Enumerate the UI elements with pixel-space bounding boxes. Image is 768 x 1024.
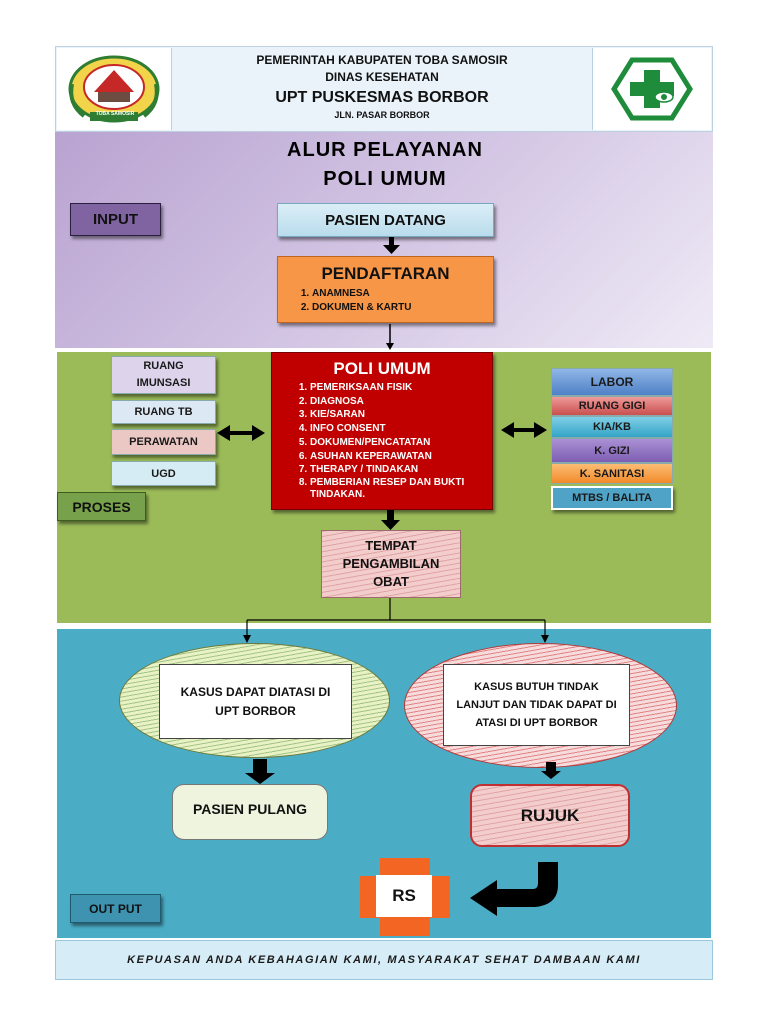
arrow-to-pasien-pulang: [245, 759, 275, 784]
pasien-pulang-box: PASIEN PULANG: [172, 784, 328, 840]
poli-umum-item: THERAPY / TINDAKAN: [310, 463, 484, 477]
unit-kia-kb: KIA/KB: [551, 416, 673, 438]
unit-ruang-tb: RUANG TB: [111, 400, 216, 424]
unit-ugd: UGD: [111, 461, 216, 486]
rs-cross: RS: [360, 858, 450, 936]
poli-umum-title: POLI UMUM: [333, 359, 431, 378]
arrow-to-poli-umum: [386, 324, 394, 350]
chart-title-line-2: POLI UMUM: [323, 168, 447, 190]
pasien-datang-box: PASIEN DATANG: [277, 203, 494, 237]
unit-ruang-imunisasi: RUANG IMUNSASI: [111, 356, 216, 394]
unit-perawatan: PERAWATAN: [111, 429, 216, 455]
kasus-rujuk-box: KASUS BUTUH TINDAK LANJUT DAN TIDAK DAPA…: [443, 664, 630, 746]
pendaftaran-list: ANAMNESA DOKUMEN & KARTU: [278, 287, 493, 314]
footer: KEPUASAN ANDA KEBAHAGIAN KAMI, MASYARAKA…: [55, 940, 713, 980]
regency-emblem-icon: [68, 55, 160, 123]
rujuk-box: RUJUK: [470, 784, 630, 847]
unit-k-gizi: K. GIZI: [551, 438, 673, 463]
stage-label-output: OUT PUT: [70, 894, 161, 923]
curved-arrow-to-rs: [470, 862, 558, 916]
poli-umum-item: INFO CONSENT: [310, 422, 484, 436]
unit-k-sanitasi: K. SANITASI: [551, 463, 673, 484]
pendaftaran-item: DOKUMEN & KARTU: [312, 301, 493, 315]
double-arrow-left-units: [217, 425, 265, 441]
footer-slogan: KEPUASAN ANDA KEBAHAGIAN KAMI, MASYARAKA…: [127, 954, 641, 966]
unit-ruang-gigi: RUANG GIGI: [551, 396, 673, 416]
poli-umum-item: KIE/SARAN: [310, 408, 484, 422]
stage-label-proses: PROSES: [57, 492, 146, 521]
chart-title-line-1: ALUR PELAYANAN: [287, 139, 483, 161]
pendaftaran-title: PENDAFTARAN: [321, 264, 450, 283]
header-title: UPT PUSKESMAS BORBOR: [275, 89, 489, 106]
header-line-1: PEMERINTAH KABUPATEN TOBA SAMOSIR: [256, 53, 508, 67]
tempat-pengambilan-obat-box: TEMPAT PENGAMBILAN OBAT: [321, 530, 461, 598]
arrow-to-pendaftaran: [383, 237, 400, 254]
health-cross-icon: [611, 57, 693, 121]
stage-label-input: INPUT: [70, 203, 161, 236]
rs-label: RS: [376, 875, 432, 917]
logo-caption: TOBA SAMOSIR: [95, 111, 135, 117]
branch-arrow-left: [243, 635, 251, 643]
arrow-to-tempat-obat: [381, 510, 400, 530]
header-line-2: DINAS KESEHATAN: [325, 70, 439, 84]
poli-umum-item: DOKUMEN/PENCATATAN: [310, 436, 484, 450]
puskesmas-logo: [592, 48, 711, 130]
poli-umum-list: PEMERIKSAAN FISIK DIAGNOSA KIE/SARAN INF…: [272, 381, 492, 501]
header-address: JLN. PASAR BORBOR: [334, 110, 430, 120]
arrow-to-rujuk: [541, 762, 561, 779]
poli-umum-item: ASUHAN KEPERAWATAN: [310, 450, 484, 464]
double-arrow-right-units: [501, 422, 547, 438]
poli-umum-item: DIAGNOSA: [310, 395, 484, 409]
pendaftaran-box: PENDAFTARAN ANAMNESA DOKUMEN & KARTU: [277, 256, 494, 323]
toba-samosir-logo: TOBA SAMOSIR: [57, 48, 172, 130]
pendaftaran-item: ANAMNESA: [312, 287, 493, 301]
poli-umum-item: PEMERIKSAAN FISIK: [310, 381, 484, 395]
unit-labor: LABOR: [551, 368, 673, 396]
branch-arrow-right: [541, 635, 549, 643]
kasus-diatasi-box: KASUS DAPAT DIATASI DI UPT BORBOR: [159, 664, 352, 739]
poli-umum-box: POLI UMUM PEMERIKSAAN FISIK DIAGNOSA KIE…: [271, 352, 493, 510]
branch-connector: [246, 598, 546, 637]
unit-mtbs-balita: MTBS / BALITA: [551, 486, 673, 510]
poli-umum-item: PEMBERIAN RESEP DAN BUKTI TINDAKAN.: [310, 477, 484, 501]
